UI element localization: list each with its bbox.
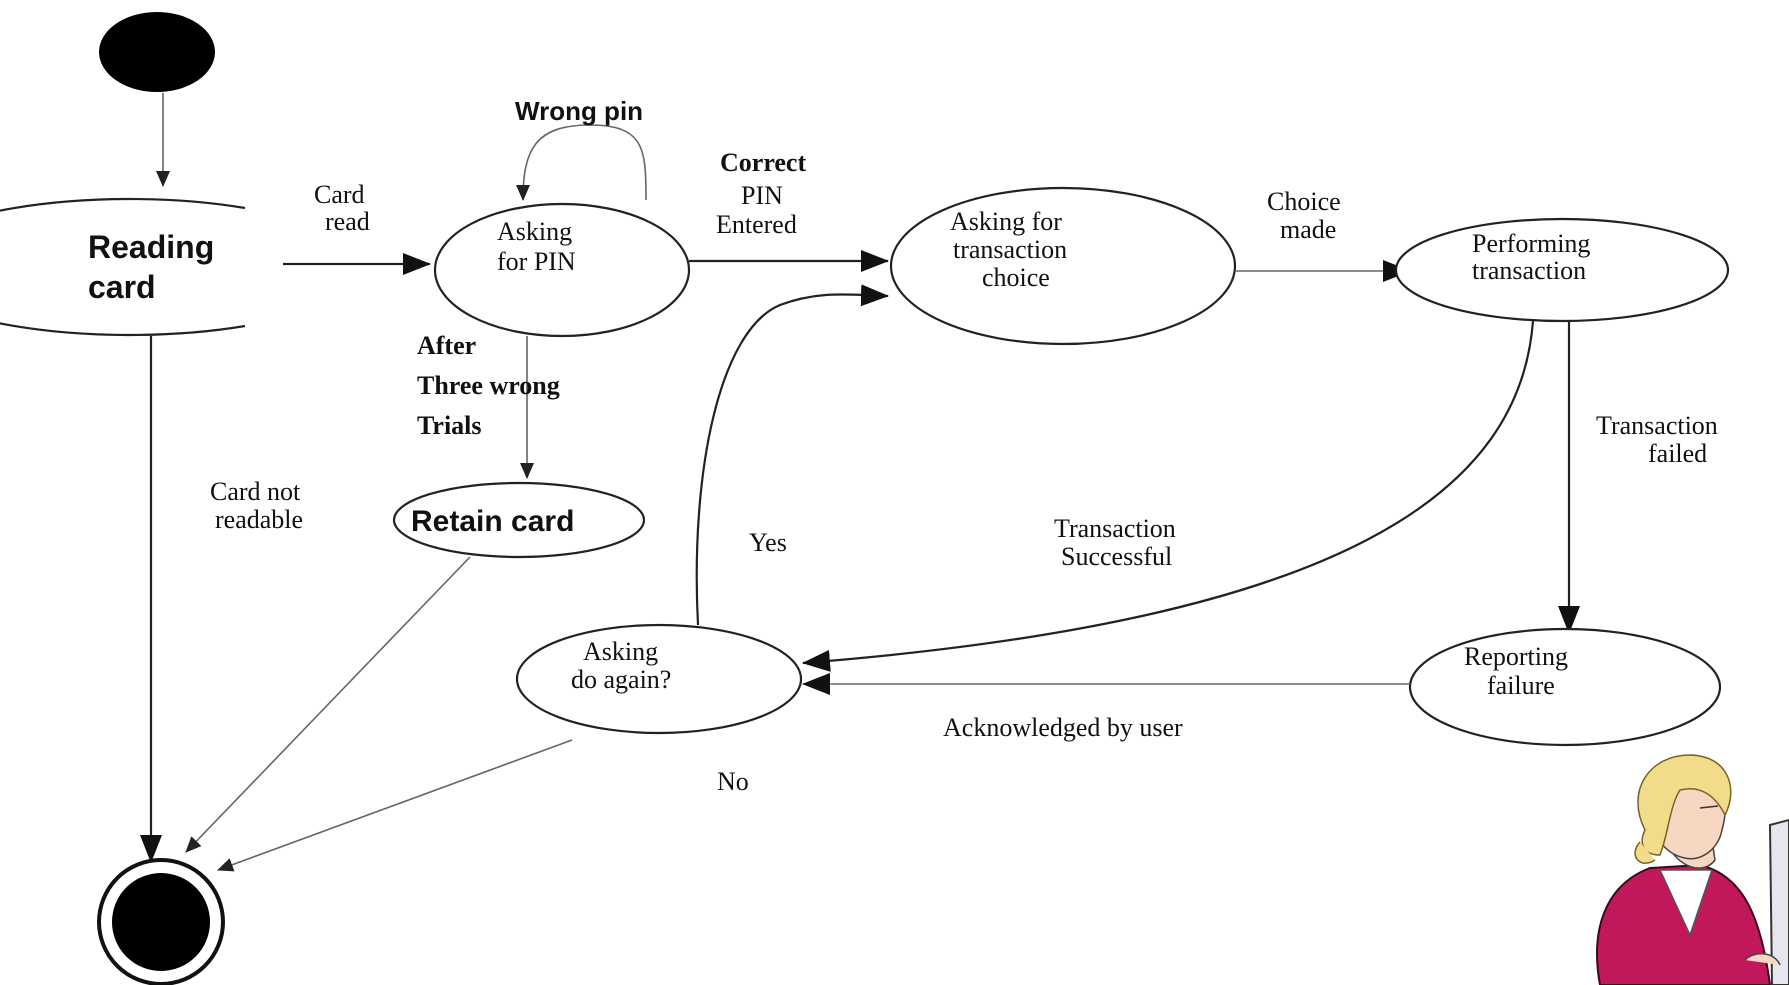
- edge-label: Choice: [1267, 187, 1341, 216]
- state-retain-card: Retain card: [394, 483, 644, 557]
- state-label-line: failure: [1487, 671, 1555, 700]
- edge-label: Card not: [210, 477, 301, 506]
- edge-label: Correct: [720, 148, 806, 177]
- state-reading-card: Reading card: [0, 199, 245, 335]
- woman-clipart-icon: [1597, 755, 1789, 985]
- state-label-line: choice: [982, 263, 1050, 292]
- state-label: Retain card: [411, 505, 574, 538]
- state-label-line: do again?: [571, 665, 671, 694]
- edge-no: [218, 740, 572, 870]
- state-label-line: Reading: [88, 229, 214, 265]
- edge-label: Entered: [716, 210, 797, 239]
- state-asking-pin: Asking for PIN: [435, 204, 689, 336]
- edge-label: made: [1280, 215, 1336, 244]
- edge-label: Transaction: [1054, 514, 1176, 543]
- edge-label: Transaction: [1596, 411, 1718, 440]
- state-label-line: Reporting: [1464, 642, 1568, 671]
- edge-label: Successful: [1061, 542, 1172, 571]
- state-reporting-failure: Reporting failure: [1410, 629, 1720, 745]
- state-label-line: card: [88, 269, 156, 305]
- edge-label: Trials: [417, 411, 482, 440]
- edge-successful: [803, 321, 1533, 663]
- edge-retain-final: [186, 557, 470, 852]
- state-label-line: for PIN: [497, 247, 576, 276]
- edge-yes: [697, 294, 888, 625]
- state-performing: Performing transaction: [1396, 219, 1728, 321]
- state-label-line: transaction: [1472, 256, 1586, 285]
- edge-label: No: [717, 767, 749, 796]
- initial-state-icon: [99, 12, 215, 92]
- state-label-line: Asking: [583, 637, 658, 666]
- edge-label: failed: [1648, 439, 1707, 468]
- edge-wrong-pin: [523, 125, 646, 200]
- edge-label: Acknowledged by user: [943, 713, 1183, 742]
- edge-label: Yes: [749, 528, 787, 557]
- state-asking-choice: Asking for transaction choice: [891, 188, 1235, 344]
- state-label-line: transaction: [953, 235, 1067, 264]
- final-state-icon: [99, 860, 223, 984]
- edge-label: PIN: [741, 181, 783, 210]
- edge-label: read: [325, 207, 370, 236]
- state-label-line: Asking: [497, 217, 572, 246]
- state-label-line: Asking for: [950, 207, 1062, 236]
- edge-label: readable: [215, 505, 303, 534]
- state-asking-again: Asking do again?: [517, 625, 801, 733]
- edge-label: Wrong pin: [515, 96, 643, 126]
- edge-label: After: [417, 331, 476, 360]
- edge-label: Card: [314, 180, 365, 209]
- state-label-line: Performing: [1472, 229, 1590, 258]
- edge-label: Three wrong: [417, 371, 560, 400]
